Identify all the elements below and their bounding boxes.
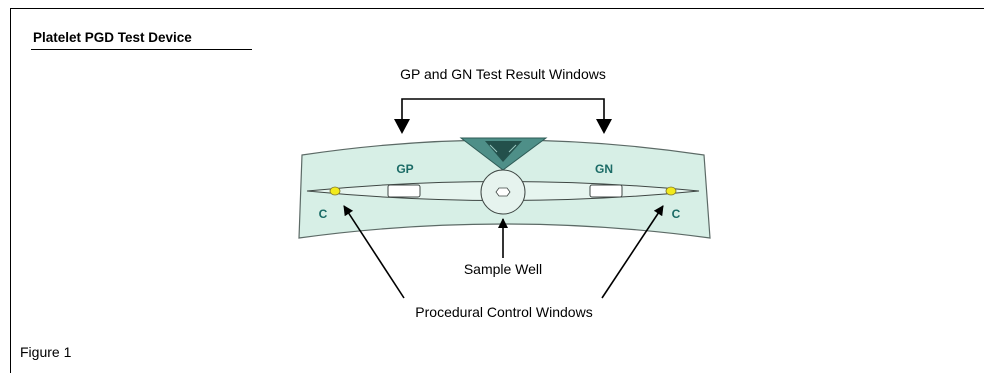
control-window-left (329, 186, 341, 196)
control-window-right (665, 186, 677, 196)
sample-well-label: Sample Well (464, 261, 542, 277)
arrowhead-gn (596, 119, 612, 134)
control-arrow-left (343, 205, 405, 299)
control-windows-label: Procedural Control Windows (415, 304, 592, 320)
notch-marks (489, 144, 517, 153)
figure-frame (10, 8, 984, 373)
gp-result-window (387, 184, 421, 198)
gn-result-window (589, 184, 623, 198)
notch-inner (485, 141, 522, 162)
figure-title: Platelet PGD Test Device (33, 30, 192, 45)
result-windows-label: GP and GN Test Result Windows (400, 66, 606, 82)
control-arrow-right (601, 205, 664, 299)
title-underline (31, 49, 252, 50)
control-label-right: C (672, 207, 681, 221)
figure-caption: Figure 1 (20, 344, 72, 360)
control-label-left: C (319, 207, 328, 221)
gp-label: GP (396, 162, 413, 176)
result-windows-bracket (394, 98, 612, 134)
sample-port (495, 187, 511, 197)
arrowhead-gp (394, 119, 410, 134)
gn-label: GN (595, 162, 613, 176)
